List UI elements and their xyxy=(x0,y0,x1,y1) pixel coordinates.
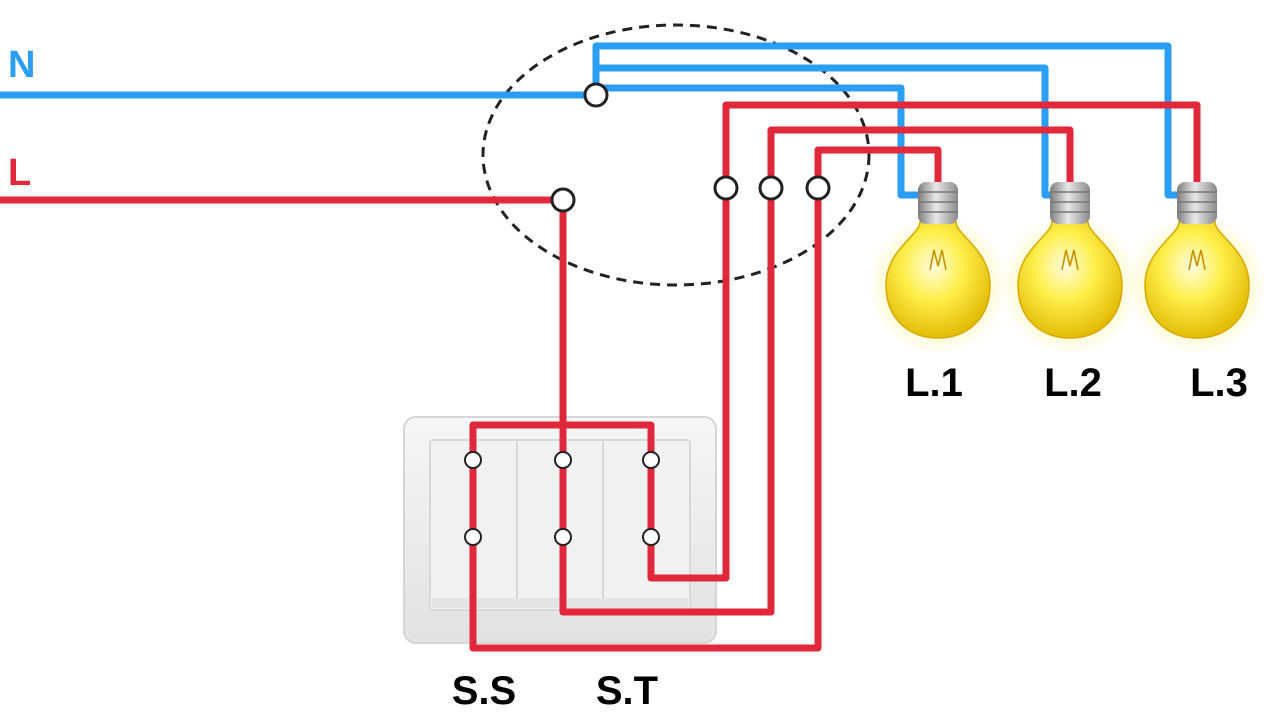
switch-common-bridge xyxy=(469,188,730,582)
switch-to-lamp-2-wire xyxy=(722,101,1201,188)
switch-terminals xyxy=(464,451,660,546)
switched-terminal-3 xyxy=(805,175,831,201)
switched-terminal-1 xyxy=(713,175,739,201)
switch-terminal xyxy=(554,451,572,469)
switch-terminal xyxy=(642,528,660,546)
neutral-wire-lamp-3 xyxy=(592,42,1180,199)
switch-terminal xyxy=(554,528,572,546)
two-way-switch-label: S.T xyxy=(596,669,658,713)
junction-terminals xyxy=(550,82,831,213)
junction-to-lamp-1-wire xyxy=(814,146,942,188)
lamp-3 xyxy=(1127,182,1267,355)
switch-terminal xyxy=(464,528,482,546)
neutral-label: N xyxy=(8,44,35,86)
lamp-2-label: L.2 xyxy=(1044,361,1102,405)
switch-terminal xyxy=(464,451,482,469)
single-switch-label: S.S xyxy=(452,669,516,713)
lamp-1 xyxy=(868,182,1008,355)
live-wires xyxy=(0,101,1201,652)
lamp-2 xyxy=(1000,182,1140,355)
switch-to-lamp-3-feed xyxy=(469,188,822,652)
lamp-3-label: L.3 xyxy=(1190,361,1248,405)
switched-terminal-2 xyxy=(758,175,784,201)
live-feed-to-switch xyxy=(559,188,775,616)
junction-box-outline xyxy=(481,23,871,287)
live-terminal xyxy=(550,187,576,213)
switch-to-lamp-1-wire xyxy=(767,126,1074,188)
lamp-1-label: L.1 xyxy=(905,361,963,405)
neutral-wires xyxy=(0,42,1180,199)
neutral-terminal xyxy=(583,82,609,108)
switch-terminal xyxy=(642,451,660,469)
live-label: L xyxy=(8,152,31,194)
